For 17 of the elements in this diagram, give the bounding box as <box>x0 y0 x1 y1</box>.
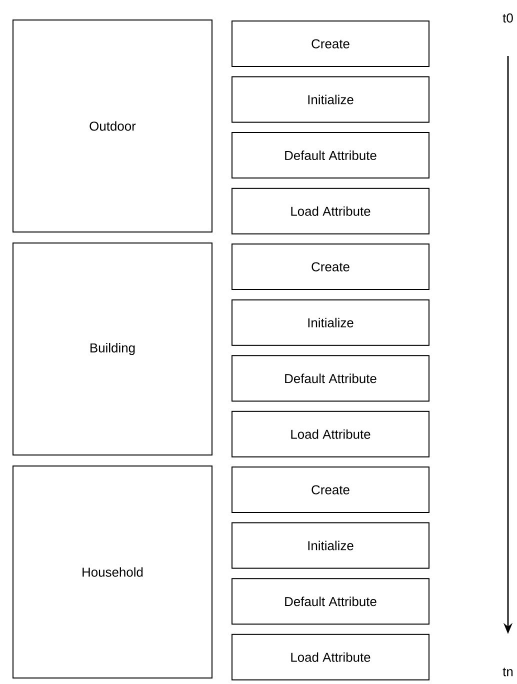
time-label: tn <box>502 668 513 676</box>
step-box: Load Attribute <box>232 634 430 680</box>
step-box: Default Attribute <box>232 355 430 402</box>
step-box: Load Attribute <box>232 188 430 234</box>
step-box: Initialize <box>232 522 430 569</box>
step-box: Create <box>232 244 430 290</box>
step-box: Initialize <box>232 299 430 346</box>
step-box: Initialize <box>232 76 430 123</box>
step-box: Create <box>232 466 430 514</box>
step-box: Default Attribute <box>232 578 430 625</box>
group-box: Outdoor <box>12 20 212 232</box>
step-box: Default Attribute <box>232 132 430 179</box>
step-box: Create <box>232 20 430 68</box>
group-box: Building <box>12 242 212 456</box>
group-box: Household <box>12 466 212 678</box>
time-label: t0 <box>502 13 513 23</box>
step-box: Load Attribute <box>232 410 430 458</box>
